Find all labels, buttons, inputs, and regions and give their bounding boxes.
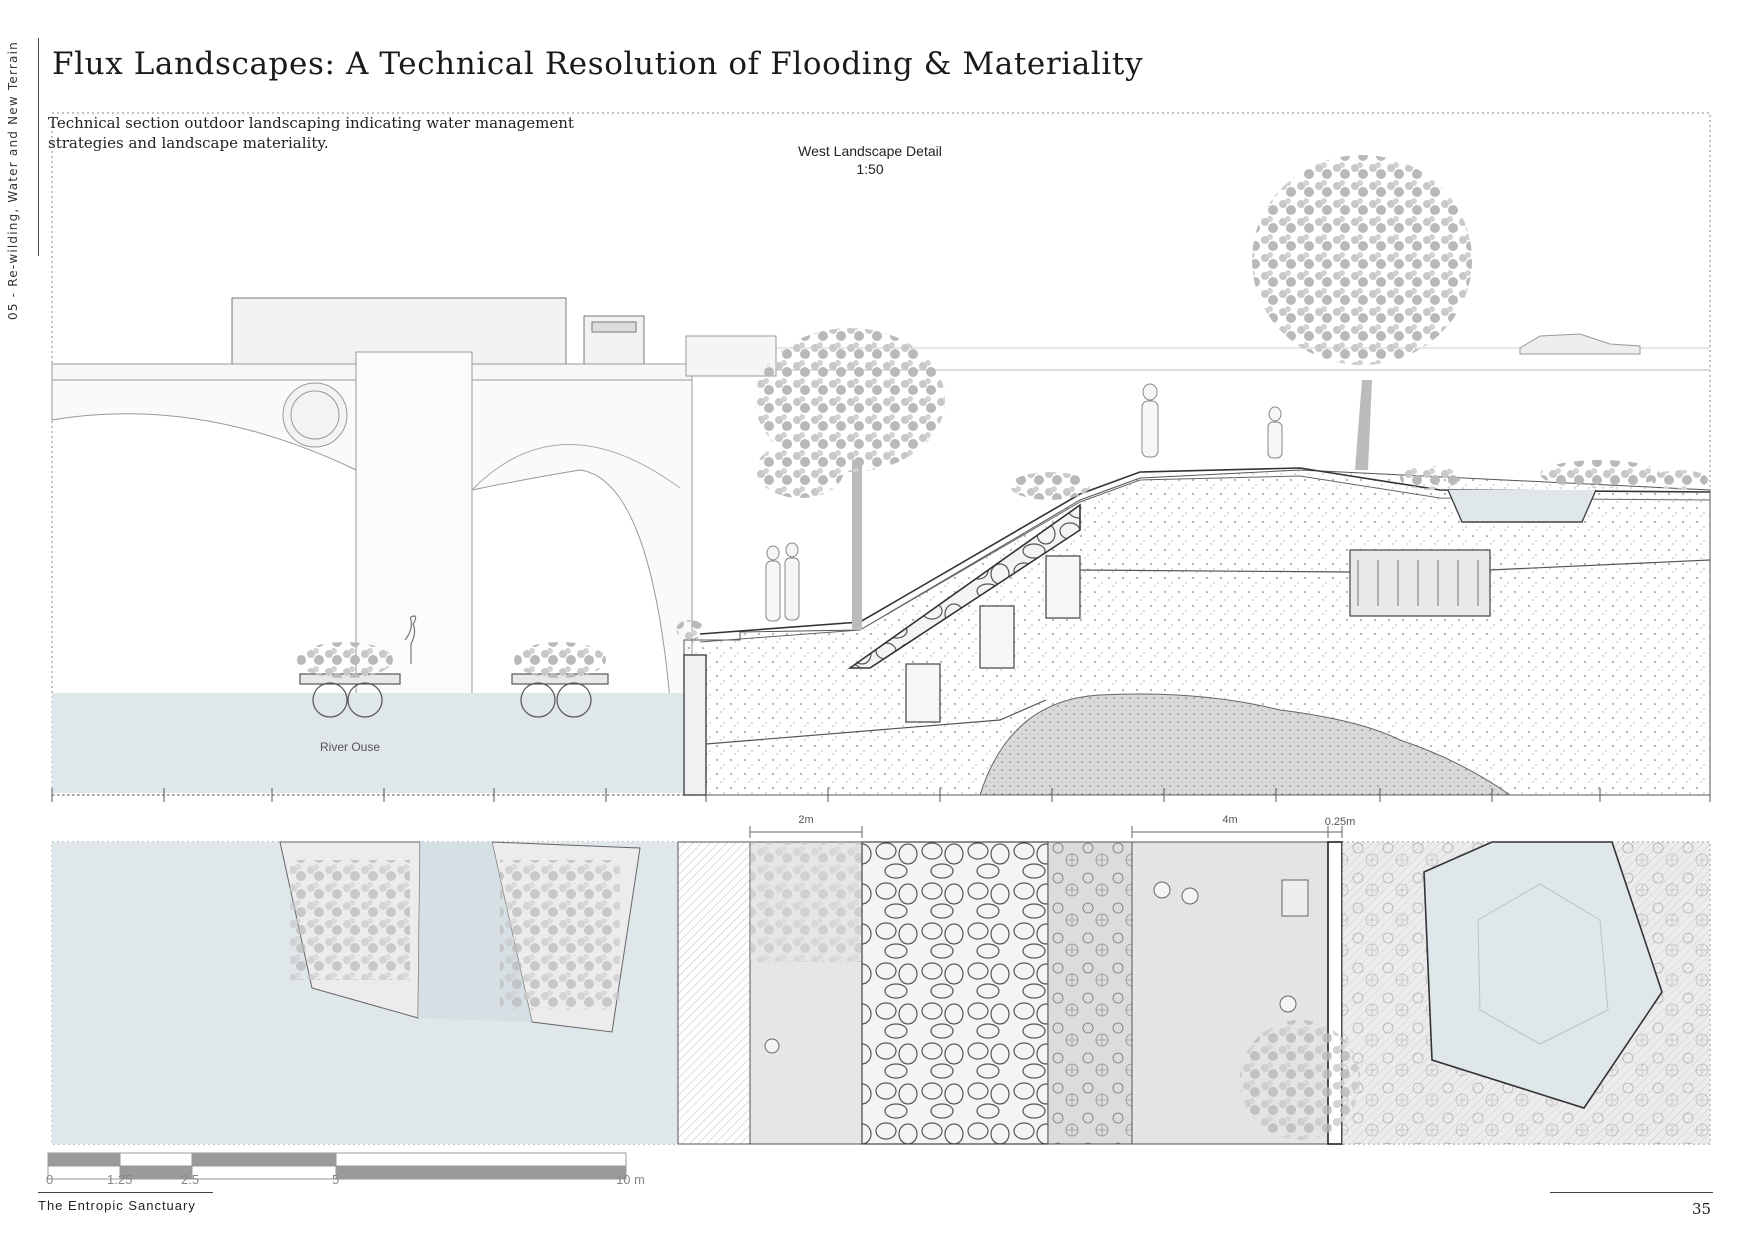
scale-label-0: 0	[46, 1172, 54, 1187]
plan-gabion-stones	[861, 841, 1049, 1145]
floating-planter-right	[511, 642, 609, 718]
scale-label-2-5: 2.5	[181, 1172, 200, 1187]
plan-people	[764, 879, 1309, 1054]
dimension-label-0-25m: 0.25m	[1324, 816, 1356, 828]
section-description: Technical section outdoor landscaping in…	[48, 114, 574, 152]
bank-planting	[676, 460, 1708, 640]
gabion-bank	[847, 503, 1081, 669]
section-detail-title: West Landscape Detail 1:50	[760, 142, 980, 178]
section-detail-name: West Landscape Detail	[798, 143, 942, 159]
section-detail-scale: 1:50	[856, 161, 884, 177]
section-ruler	[51, 788, 1711, 802]
bridge-elevation	[51, 335, 777, 713]
heron-icon	[404, 615, 417, 664]
pine-tree	[755, 328, 945, 630]
scale-label-5: 5	[332, 1172, 340, 1187]
people-silhouettes	[765, 383, 1283, 622]
drainage-chambers	[905, 549, 1491, 723]
page-number: 35	[1692, 1200, 1712, 1218]
footer-rule-right	[1550, 1192, 1713, 1193]
scale-label-1-25: 1.25	[107, 1172, 133, 1187]
truck-silhouette	[231, 297, 645, 365]
project-name: The Entropic Sanctuary	[38, 1198, 196, 1213]
retaining-wall	[683, 654, 707, 796]
dimension-label-4m: 4m	[1222, 814, 1238, 826]
deciduous-tree	[1252, 155, 1472, 470]
scale-bar	[47, 1152, 627, 1180]
plan-edge-planting	[677, 841, 751, 1145]
river-water	[52, 693, 684, 793]
footer-rule-left	[38, 1192, 213, 1193]
rain-garden-basin	[1447, 489, 1597, 523]
page-title: Flux Landscapes: A Technical Resolution …	[52, 46, 1144, 82]
plan-rain-garden	[1423, 841, 1663, 1109]
rock-mass	[979, 693, 1512, 796]
dimension-label-2m: 2m	[798, 814, 814, 826]
chapter-rule	[38, 38, 39, 256]
car-silhouette	[1519, 333, 1641, 355]
plan-terrace-planting	[1047, 841, 1133, 1145]
river-label: River Ouse	[319, 740, 381, 754]
plan-dimension-lines	[749, 826, 1343, 838]
floating-planter-left	[297, 642, 401, 718]
scale-label-10m: 10 m	[616, 1172, 645, 1187]
